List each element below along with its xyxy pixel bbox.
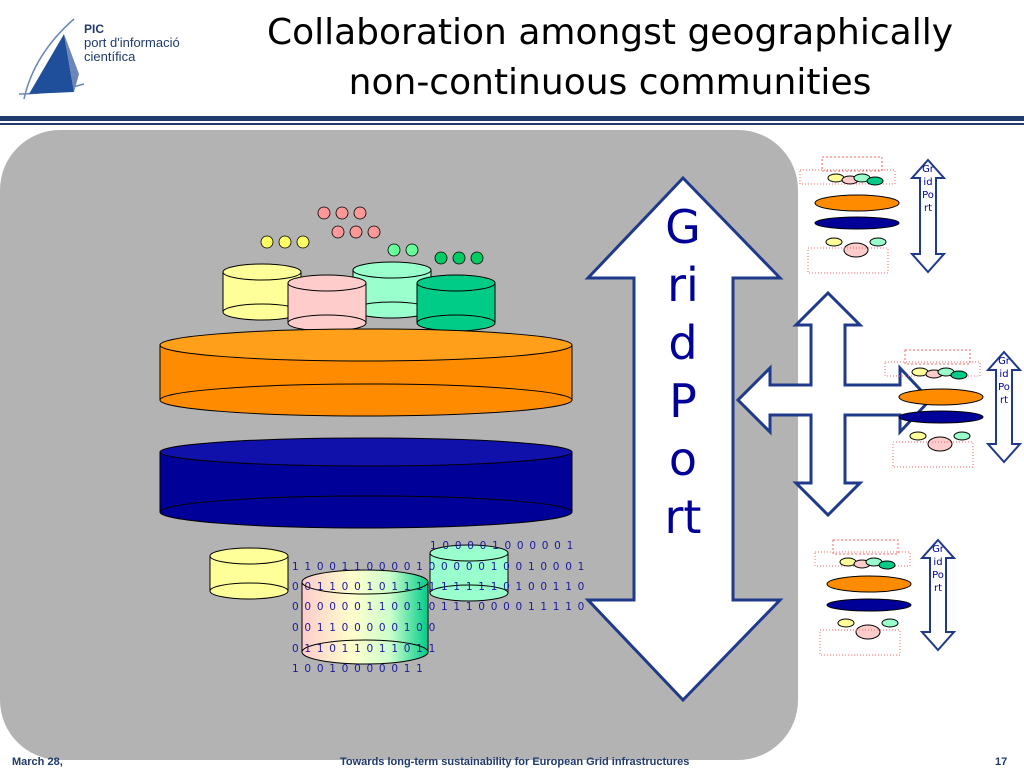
bits-row-7: 1 0 0 1 0 0 0 0 0 1 1 — [292, 663, 425, 675]
footer-date: March 28, — [12, 756, 63, 768]
footer-page-number: 17 — [995, 756, 1008, 768]
gridport-label-small-3: GridPort — [932, 544, 944, 594]
title-rule — [0, 116, 1024, 121]
blue-layer-disk — [159, 437, 573, 529]
db-yellow-bottom — [209, 547, 289, 600]
db-mint-bottom — [429, 544, 509, 602]
logo-text: PIC port d'informació científica — [84, 22, 180, 64]
gridport-arrow — [584, 175, 784, 703]
orange-layer-disk — [159, 328, 573, 417]
db-green — [416, 274, 496, 332]
pic-logo — [14, 14, 204, 104]
remote-site-2 — [884, 349, 1023, 468]
user-smiley-group-mint — [387, 243, 419, 257]
db-pink — [287, 274, 367, 332]
bits-row-4: 0 0 0 0 0 0 1 1 0 0 1 0 1 1 1 0 0 0 0 1 … — [292, 601, 586, 613]
user-smiley-group-pink — [317, 206, 381, 239]
bits-row-6: 0 1 1 0 1 1 0 1 1 0 1 1 — [292, 643, 437, 655]
title-rule-thin — [0, 123, 1024, 125]
gridport-label-small-1: GridPort — [922, 164, 934, 214]
logo-abbr: PIC — [84, 22, 105, 36]
db-rainbow-bottom — [301, 569, 429, 665]
logo-line2: científica — [84, 49, 136, 64]
user-smiley-group-green — [434, 251, 484, 265]
remote-site-1 — [799, 156, 947, 274]
title-line-2: non-continuous communities — [348, 62, 872, 103]
gridport-label-small-2: GridPort — [998, 356, 1010, 406]
bits-row-2: 1 1 0 0 1 1 0 0 0 0 1 0 0 0 0 0 1 0 0 1 … — [292, 561, 586, 573]
pic-logo-icon — [18, 18, 85, 100]
bits-row-3: 0 0 1 1 0 0 1 0 1 1 1 1 1 1 1 1 1 0 1 0 … — [292, 581, 586, 593]
four-way-arrow — [735, 290, 933, 518]
gridport-label: GridPort — [664, 200, 702, 544]
bits-row-1: 1 0 0 0 0 1 0 0 0 0 0 1 — [430, 540, 575, 552]
remote-site-3 — [814, 538, 957, 656]
footer-title: Towards long-term sustainability for Eur… — [340, 756, 690, 768]
title-line-1: Collaboration amongst geographically — [266, 12, 954, 53]
bits-row-5: 0 0 1 1 0 0 0 0 0 1 0 0 — [292, 622, 437, 634]
slide-title: Collaboration amongst geographically non… — [210, 8, 1010, 108]
user-smiley-group-yellow — [260, 235, 310, 249]
logo-line1: port d'informació — [84, 35, 180, 50]
